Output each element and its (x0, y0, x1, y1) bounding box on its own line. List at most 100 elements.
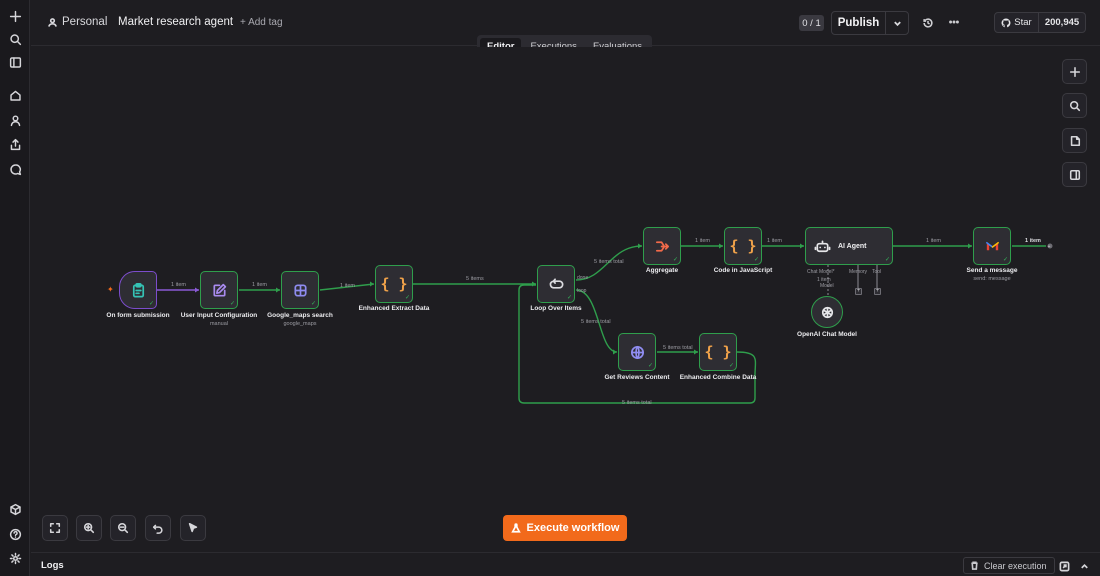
success-check-icon: ✓ (728, 363, 734, 369)
node-get-reviews[interactable]: ✓ (618, 333, 656, 371)
node-enhanced-combine[interactable]: { } ✓ (699, 333, 737, 371)
node-sublabel: google_maps (283, 321, 317, 327)
add-tool-button[interactable]: + (874, 288, 881, 295)
search-icon[interactable] (0, 29, 30, 49)
user-icon[interactable] (0, 110, 30, 130)
panel-toggle-icon[interactable] (0, 52, 30, 72)
flask-icon (510, 523, 521, 533)
model-items-label: 1 item (817, 277, 831, 283)
node-label: Enhanced Extract Data (358, 305, 430, 312)
sticky-note-button[interactable] (1062, 128, 1087, 153)
aggregate-icon (655, 240, 669, 252)
execute-workflow-label: Execute workflow (526, 522, 620, 534)
edge-label: 5 items total (594, 259, 624, 265)
edge-label: 5 items total (622, 400, 652, 406)
loop-loop-port-label: loop (577, 288, 587, 294)
clipboard-icon (132, 282, 144, 297)
publish-button-group: Publish (831, 11, 909, 35)
publish-dropdown-button[interactable] (886, 12, 908, 34)
add-memory-button[interactable]: + (855, 288, 862, 295)
logs-title[interactable]: Logs (41, 560, 64, 571)
node-label: Google_maps search (267, 312, 333, 319)
node-openai-chat-model[interactable] (811, 296, 843, 328)
home-icon[interactable] (0, 85, 30, 105)
zoom-out-button[interactable] (110, 515, 136, 541)
left-sidebar (0, 0, 30, 576)
history-icon (923, 18, 933, 28)
search-nodes-button[interactable] (1062, 93, 1087, 118)
fit-view-button[interactable] (42, 515, 68, 541)
loop-done-port-label: done (577, 275, 589, 281)
success-check-icon: ✓ (672, 257, 678, 263)
loop-icon (549, 277, 563, 289)
publish-button[interactable]: Publish (832, 12, 886, 34)
node-form-trigger[interactable]: ✓ (119, 271, 157, 309)
zoom-out-icon (117, 522, 129, 534)
undo-button[interactable] (145, 515, 171, 541)
success-check-icon: ✓ (753, 257, 759, 263)
popout-icon (1059, 561, 1070, 572)
expand-logs-button[interactable] (1079, 559, 1090, 570)
plus-icon (1069, 66, 1080, 77)
tool-port-label: Tool (872, 269, 882, 275)
edge-label: 1 item (340, 283, 355, 289)
add-icon[interactable] (0, 6, 30, 26)
node-loop-over-items[interactable]: ✓ (537, 265, 575, 303)
search-icon (1069, 100, 1080, 111)
project-name: Personal (62, 16, 108, 28)
edge-label: 1 item (252, 282, 267, 288)
edge-label: 5 items total (581, 319, 611, 325)
edge-label: 1 item (1025, 238, 1041, 244)
node-sublabel: manual (209, 321, 229, 327)
node-label: Loop Over Items (530, 305, 582, 312)
memory-port-label: Memory (849, 269, 868, 275)
clear-execution-button[interactable]: Clear execution (963, 557, 1055, 574)
node-label: Aggregate (645, 267, 679, 274)
github-star-button[interactable]: Star (995, 13, 1039, 32)
cursor-icon (188, 522, 198, 533)
code-braces-icon: { } (380, 275, 408, 293)
edit-icon (212, 283, 226, 297)
tab-evaluations[interactable]: Evaluations (586, 38, 649, 55)
node-label: Code in JavaScript (713, 267, 773, 274)
add-tag-button[interactable]: + Add tag (240, 17, 283, 28)
node-aggregate[interactable]: ✓ (643, 227, 681, 265)
node-gmaps-search[interactable]: ✓ (281, 271, 319, 309)
node-gmail-send[interactable]: ✓ (973, 227, 1011, 265)
code-braces-icon: { } (704, 343, 732, 361)
share-icon[interactable] (0, 134, 30, 154)
toggle-panel-button[interactable] (1062, 162, 1087, 187)
zoom-in-button[interactable] (76, 515, 102, 541)
tab-executions[interactable]: Executions (523, 38, 583, 55)
node-label: Enhanced Combine Data (679, 374, 757, 381)
more-options-button[interactable] (948, 16, 962, 30)
logs-panel-bar: Logs Clear execution (31, 552, 1100, 576)
more-horizontal-icon (949, 20, 959, 24)
edge-label: 1 item (926, 238, 941, 244)
history-button[interactable] (922, 16, 936, 30)
select-tool-button[interactable] (180, 515, 206, 541)
node-label: Send a message (966, 267, 1018, 274)
code-braces-icon: { } (729, 237, 757, 255)
templates-icon[interactable] (0, 499, 30, 519)
help-icon[interactable] (0, 524, 30, 544)
settings-icon[interactable] (0, 548, 30, 568)
node-code-javascript[interactable]: { } ✓ (724, 227, 762, 265)
node-ai-agent[interactable]: AI Agent ✓ (805, 227, 893, 265)
add-node-button[interactable] (1062, 59, 1087, 84)
edge-label: 1 item (171, 282, 186, 288)
zoom-in-icon (83, 522, 95, 534)
node-label: On form submission (106, 312, 170, 319)
github-star-label: Star (1014, 17, 1032, 28)
github-star-widget[interactable]: Star 200,945 (994, 12, 1086, 33)
chat-icon[interactable] (0, 159, 30, 179)
project-breadcrumb[interactable]: Personal (48, 16, 107, 28)
clear-execution-label: Clear execution (984, 560, 1047, 571)
workflow-name[interactable]: Market research agent (118, 16, 234, 28)
node-user-input[interactable]: ✓ (200, 271, 238, 309)
execute-workflow-button[interactable]: Execute workflow (503, 515, 627, 541)
node-enhanced-extract[interactable]: { } ✓ (375, 265, 413, 303)
github-star-count: 200,945 (1044, 17, 1080, 28)
popout-logs-button[interactable] (1059, 559, 1070, 572)
